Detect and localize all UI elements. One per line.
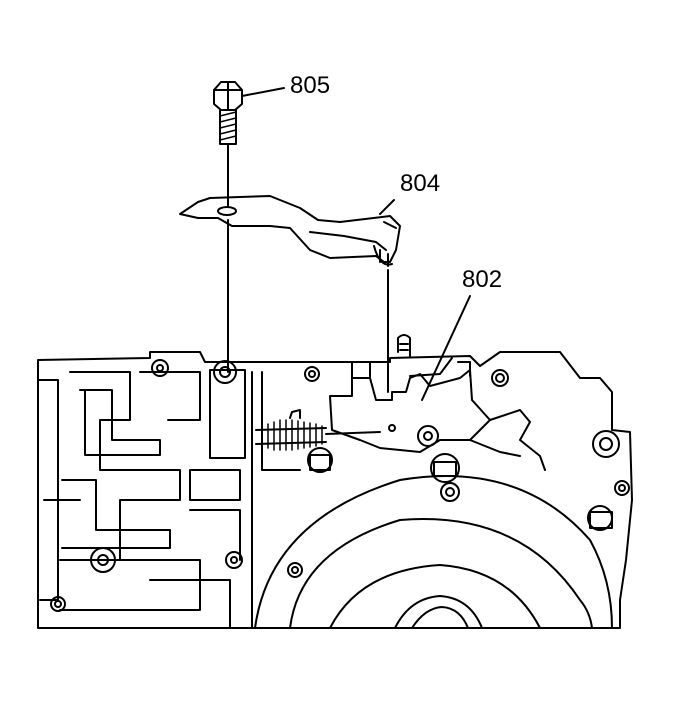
bolt-805 <box>213 81 243 145</box>
pump-housing <box>254 453 613 629</box>
alignment-lines <box>227 143 389 393</box>
pump-bolt-icon <box>430 453 460 483</box>
leader-805 <box>241 87 285 97</box>
leader-lines <box>241 87 471 401</box>
leader-802 <box>421 295 471 401</box>
leader-804 <box>379 199 395 215</box>
valve-body-housing <box>37 351 633 629</box>
detent-spring <box>255 409 381 451</box>
bolt-head-icon <box>307 447 333 473</box>
callout-804: 804 <box>400 170 441 197</box>
callout-805: 805 <box>290 72 331 99</box>
detent-spring-bracket-804 <box>179 195 401 267</box>
callout-802: 802 <box>462 266 503 293</box>
